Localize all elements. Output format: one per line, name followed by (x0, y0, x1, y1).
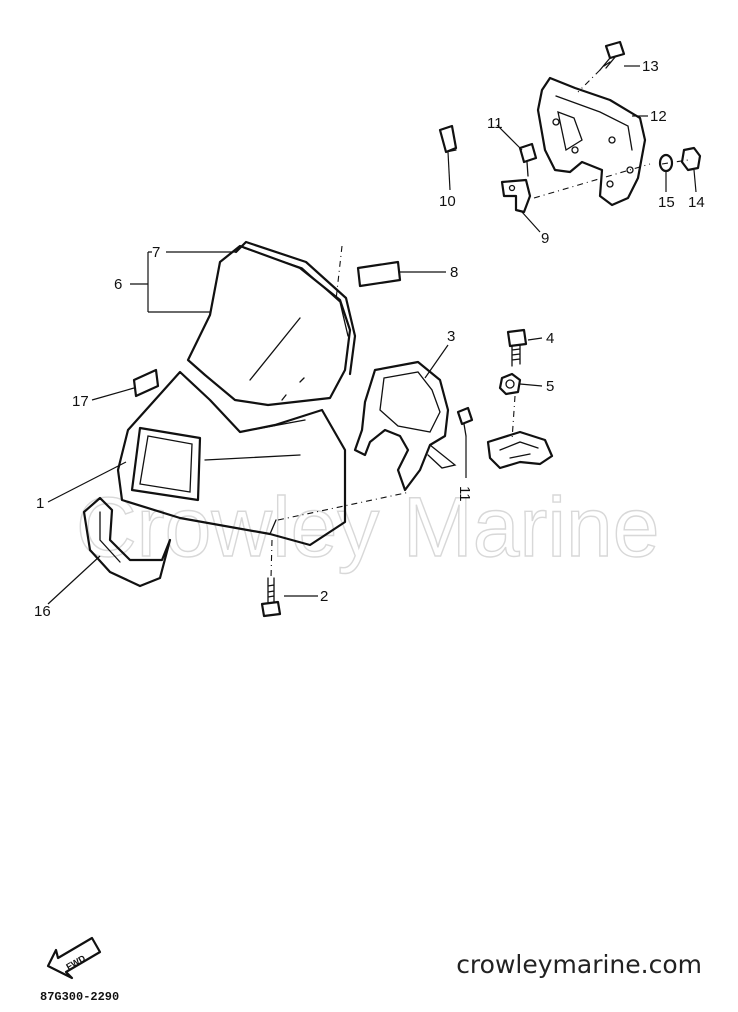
callout-9: 9 (541, 230, 549, 247)
fwd-badge-text: FWD (64, 953, 87, 972)
part-17-decal (132, 368, 160, 398)
part-10-clip (438, 124, 458, 154)
diagram-code: 87G300-2290 (40, 990, 120, 1004)
callout-4: 4 (546, 330, 554, 347)
part-4-bolt (506, 328, 528, 367)
part-13-bolt (599, 40, 626, 71)
leader-lines (47, 65, 697, 605)
callout-12: 12 (650, 108, 667, 125)
callout-13: 13 (642, 58, 659, 75)
part-6-windshield (186, 240, 357, 407)
part-16-lower-trim (82, 496, 172, 588)
part-clip (486, 430, 554, 470)
callout-1: 1 (36, 495, 44, 512)
callout-17: 17 (72, 393, 89, 410)
part-8-label (356, 260, 402, 288)
part-5-nut (498, 372, 522, 396)
callout-3: 3 (447, 328, 455, 345)
callout-11-lower: 11 (456, 486, 473, 502)
callout-11-upper: 11 (487, 115, 503, 132)
part-12-mounting-plate (536, 76, 647, 207)
callout-10: 10 (439, 193, 456, 210)
callout-2: 2 (320, 588, 328, 605)
callout-8: 8 (450, 264, 458, 281)
site-url: crowleymarine.com (456, 950, 702, 979)
part-11-screw-upper (518, 142, 538, 177)
part-11-screw-lower (456, 406, 474, 437)
callout-5: 5 (546, 378, 554, 395)
callouts: 1 2 3 4 5 6 7 8 9 10 11 11 12 13 14 15 1… (34, 58, 705, 620)
part-1-cowling (116, 370, 347, 547)
assembly-lines (270, 69, 689, 579)
callout-16: 16 (34, 603, 51, 620)
part-14-nut (680, 146, 702, 172)
callout-6: 6 (114, 276, 122, 293)
part-2-screw (260, 577, 282, 618)
callout-14: 14 (688, 194, 705, 211)
part-9-bracket (500, 178, 532, 214)
callout-15: 15 (658, 194, 675, 211)
part-3-bracket (353, 360, 457, 492)
fwd-arrow-icon: FWD (46, 936, 102, 980)
callout-7: 7 (152, 244, 160, 261)
